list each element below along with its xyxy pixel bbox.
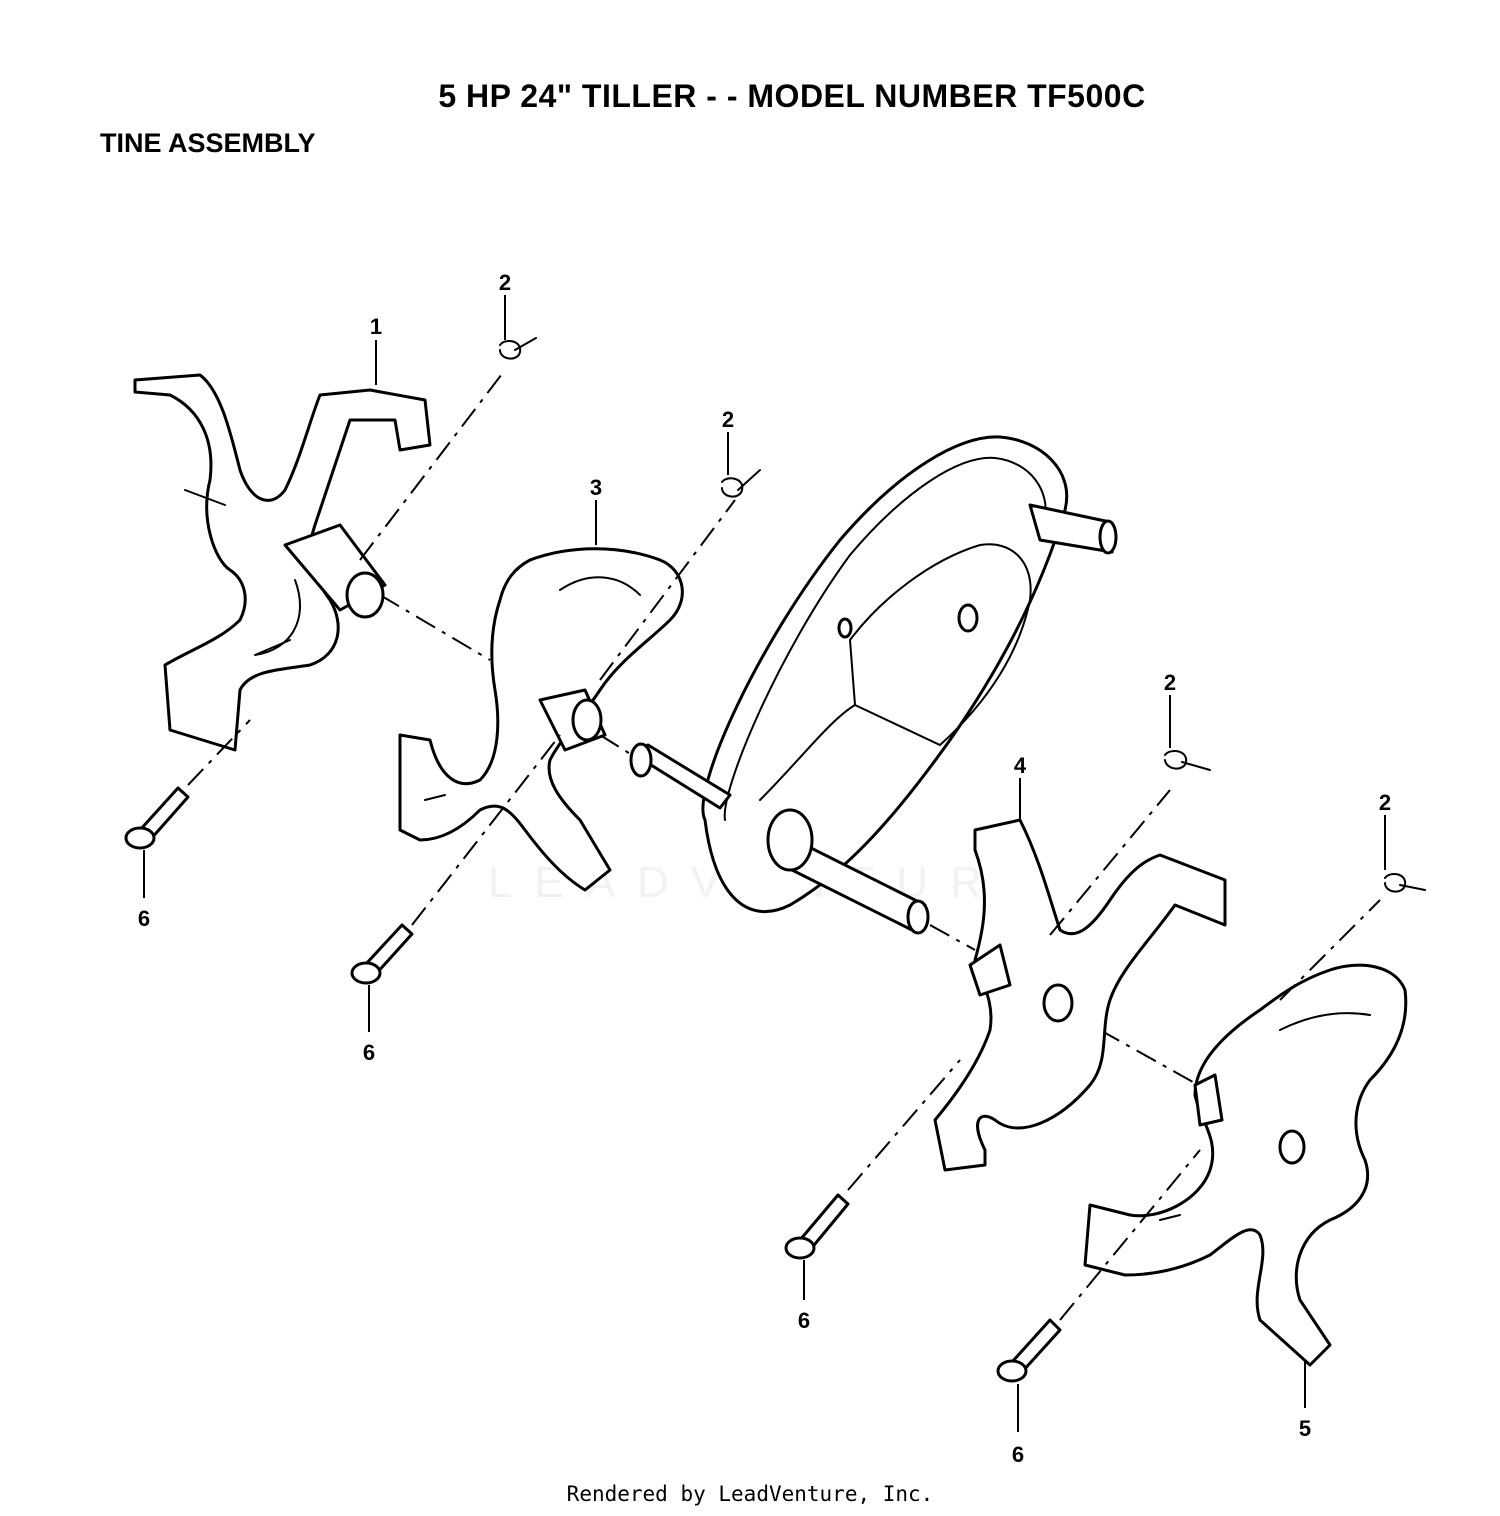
- diagram-title-text: 5 HP 24" TILLER - - MODEL NUMBER TF500C: [438, 78, 1146, 114]
- clevis-pin-b: [721, 469, 761, 498]
- tine-4-hub-bore: [1042, 983, 1074, 1023]
- housing-panel-line: [848, 543, 1032, 747]
- housing-small-boss: [837, 617, 853, 639]
- tine-3-hub-bore: [571, 698, 603, 742]
- callout-1: 1: [370, 314, 382, 339]
- tine-5: [1083, 963, 1408, 1367]
- gear-housing: [629, 435, 1118, 935]
- callout-6d: 6: [1012, 1442, 1024, 1467]
- pin-axis-a: [187, 369, 506, 786]
- tine-5-fold: [1159, 1012, 1371, 1221]
- callout-2d: 2: [1379, 790, 1391, 815]
- tine-4-hub: [968, 943, 1012, 997]
- footer-credit-text: Rendered by LeadVenture, Inc.: [566, 1482, 934, 1506]
- tine-3-fold: [424, 576, 641, 801]
- housing-edge-line: [759, 704, 856, 801]
- callout-2c: 2: [1164, 670, 1176, 695]
- callout-5: 5: [1299, 1416, 1311, 1441]
- callout-2b: 2: [722, 407, 734, 432]
- callout-6c: 6: [798, 1308, 810, 1333]
- tine-1-blade: [133, 373, 432, 752]
- housing-bolt-boss: [957, 603, 979, 633]
- shaft-axis-line: [379, 594, 1351, 1171]
- headed-pin-b: [350, 923, 414, 985]
- pin-axis-b: [411, 499, 736, 926]
- tine-1-fold: [184, 489, 301, 656]
- callout-6a: 6: [138, 906, 150, 931]
- tine-5-blade: [1083, 963, 1408, 1367]
- housing-flange-edge: [723, 456, 1047, 821]
- clevis-pin-a: [499, 337, 537, 360]
- headed-pin-d: [996, 1318, 1062, 1383]
- tine-1: [133, 373, 432, 752]
- headed-pin-c: [784, 1193, 850, 1260]
- housing-body: [701, 435, 1069, 914]
- output-shaft-left-end: [629, 742, 653, 778]
- tine-4: [933, 818, 1227, 1172]
- footer-credit: Rendered by LeadVenture, Inc.: [0, 1482, 1500, 1506]
- pin-axis-c: [847, 789, 1171, 1191]
- shaft-seal: [766, 808, 814, 872]
- clevis-pin-d: [1384, 872, 1426, 893]
- diagram-title: 5 HP 24" TILLER - - MODEL NUMBER TF500C: [0, 78, 1500, 115]
- tine-1-hub-bore: [345, 571, 385, 619]
- section-title: TINE ASSEMBLY: [100, 128, 316, 158]
- tine-4-blade: [933, 818, 1227, 1172]
- callout-4: 4: [1014, 753, 1027, 778]
- output-shaft-right-end: [906, 899, 930, 935]
- callout-6b: 6: [363, 1040, 375, 1065]
- tine-5-hub-bore: [1278, 1129, 1306, 1165]
- callout-3: 3: [590, 475, 602, 500]
- tine-3-blade: [398, 547, 684, 892]
- callout-2a: 2: [499, 270, 511, 295]
- tine-3: [398, 547, 684, 892]
- clevis-pin-c: [1164, 749, 1211, 771]
- tine-5-hub: [1193, 1073, 1224, 1127]
- input-shaft-end: [1098, 519, 1118, 555]
- pin-axis-d: [1059, 899, 1381, 1321]
- headed-pin-a: [124, 786, 190, 850]
